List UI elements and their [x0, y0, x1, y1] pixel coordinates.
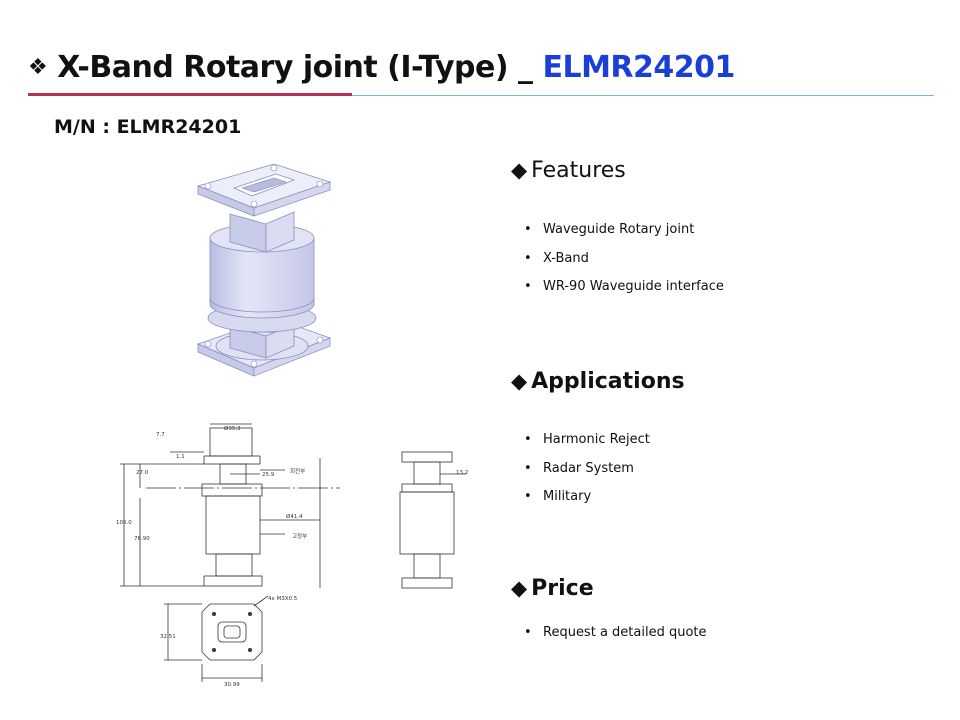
diamond-marker-icon: ◆	[511, 369, 528, 393]
dim-1-1: 1.1	[176, 454, 185, 460]
dim-thread: 4x M3X0.5	[268, 596, 298, 602]
dim-32-51: 32.51	[160, 634, 176, 640]
applications-heading: ◆Applications	[511, 369, 685, 394]
side-view-drawing: 13.2	[399, 451, 468, 589]
dim-body-dia: Ø41.4	[286, 513, 303, 520]
label-rotating-part: 회전부	[290, 467, 305, 475]
list-item: Harmonic Reject	[524, 431, 650, 460]
price-list: Request a detailed quote	[524, 624, 707, 653]
dim-76-90: 76.90	[134, 536, 150, 542]
page-title: ❖ X-Band Rotary joint (I-Type) _ ELMR2420…	[28, 50, 735, 85]
diamond-marker-icon: ◆	[511, 158, 528, 182]
list-item: Military	[524, 488, 650, 517]
model-number: M/N : ELMR24201	[54, 116, 242, 138]
dim-7-7: 7.7	[156, 432, 165, 438]
list-item: Request a detailed quote	[524, 624, 707, 653]
applications-list: Harmonic Reject Radar System Military	[524, 431, 650, 517]
title-model: ELMR24201	[542, 50, 735, 85]
title-underline-accent	[28, 93, 352, 96]
dim-105-0: 105.0	[116, 520, 132, 526]
dim-30-99: 30.99	[224, 682, 240, 688]
dim-13-2: 13.2	[456, 470, 468, 476]
list-item: X-Band	[524, 250, 724, 279]
list-item: Waveguide Rotary joint	[524, 221, 724, 250]
front-view-drawing: Ø35.3 7.7 1.1 27.0 25.9 회전부 105.0 76.90 …	[116, 423, 340, 588]
dim-25-9: 25.9	[262, 472, 275, 478]
features-list: Waveguide Rotary joint X-Band WR-90 Wave…	[524, 221, 724, 307]
diamond-bullet-icon: ❖	[28, 55, 48, 80]
diamond-marker-icon: ◆	[511, 576, 528, 600]
flange-view-drawing: 4x M3X0.5 32.51 30.99	[160, 595, 298, 688]
list-item: Radar System	[524, 460, 650, 489]
list-item: WR-90 Waveguide interface	[524, 278, 724, 307]
product-3d-image	[196, 163, 332, 377]
label-fixed-part: 고정부	[292, 533, 307, 540]
features-heading: ◆Features	[511, 158, 626, 183]
title-underline-thin	[352, 95, 934, 96]
dim-top-dia: Ø35.3	[224, 425, 241, 432]
dim-27-0: 27.0	[136, 470, 149, 476]
price-heading: ◆Price	[511, 576, 594, 601]
title-prefix: X-Band Rotary joint (I-Type) _	[57, 50, 543, 85]
